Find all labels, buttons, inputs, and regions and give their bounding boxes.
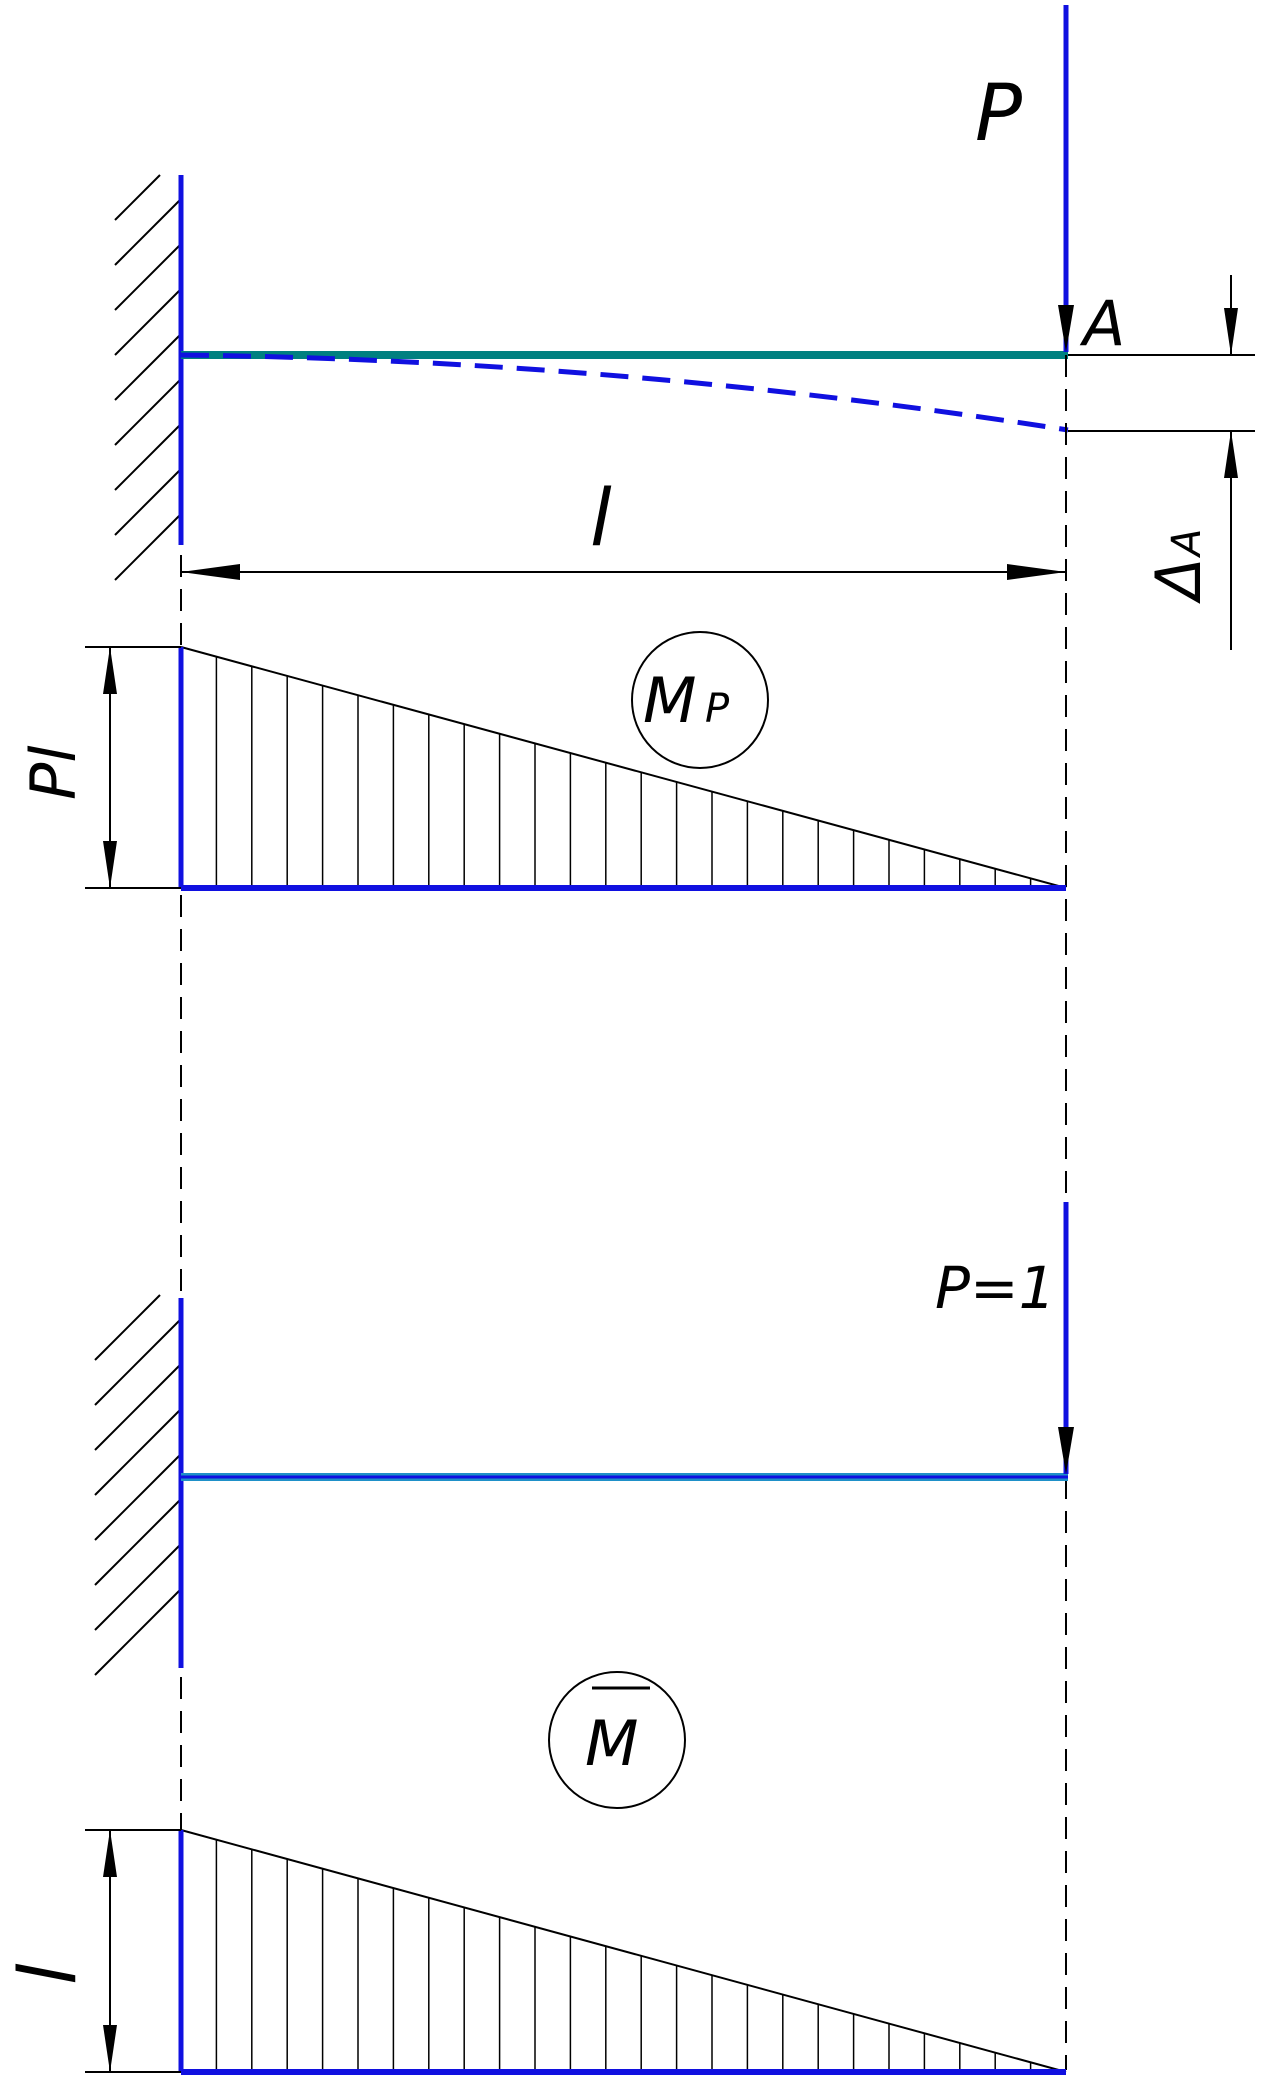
- l-dimension: [85, 1829, 181, 2073]
- label-unit-force: P=1: [935, 1254, 1055, 1322]
- label-force-P: P: [975, 69, 1022, 159]
- unit-force-arrowhead: [1058, 1427, 1074, 1474]
- mbar-label-circle: [548, 1671, 686, 1809]
- svg-text:A: A: [1164, 529, 1210, 559]
- label-diagram-Mp-sub: P: [705, 686, 730, 732]
- wall-hatching-top: [114, 174, 181, 581]
- Pl-dimension: [85, 646, 181, 889]
- label-diagram-Mbar: M: [585, 1707, 639, 1780]
- mp-label-circle: [631, 631, 769, 769]
- l-arrow-bottom: [103, 2025, 117, 2072]
- l-arrow-top: [103, 1830, 117, 1877]
- moment-diagram-Mbar: [178, 1829, 1067, 2075]
- force-P-arrowhead: [1058, 305, 1074, 352]
- mp-hatching: [215, 656, 1032, 888]
- deflection-arrow-top: [1224, 308, 1238, 355]
- deflection-arrow-bottom: [1224, 431, 1238, 478]
- label-diagram-Mp: M: [643, 664, 697, 737]
- length-arrow-left: [181, 564, 240, 580]
- label-length-l: l: [590, 474, 612, 564]
- wall-hatching-bottom: [94, 1294, 181, 1676]
- length-arrow-right: [1007, 564, 1066, 580]
- label-moment-Pl: Pl: [17, 745, 90, 800]
- Pl-arrow-top: [103, 647, 117, 694]
- label-moment-l: l: [4, 1963, 94, 1985]
- svg-text:Δ: Δ: [1142, 558, 1215, 604]
- deflected-shape: [180, 352, 1069, 433]
- mbar-hatching: [215, 1839, 1032, 2072]
- label-deflection: Δ A: [1142, 529, 1215, 604]
- Pl-arrow-bottom: [103, 841, 117, 888]
- moment-diagram-MP: [178, 646, 1067, 891]
- label-point-A: A: [1079, 287, 1125, 360]
